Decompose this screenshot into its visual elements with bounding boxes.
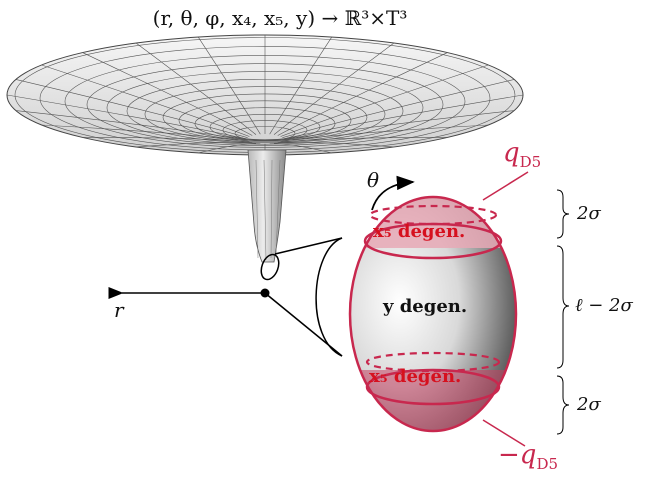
q-bottom-subscript: D5 xyxy=(536,455,559,474)
y-degen-label: y degen. xyxy=(383,296,468,317)
funnel-radial xyxy=(135,42,257,135)
braces xyxy=(556,189,570,435)
coordinate-map-title: (r, θ, φ, x₄, x₅, y) → ℝ³×T³ xyxy=(152,6,408,30)
funnel-radial xyxy=(82,137,253,143)
funnel-radial xyxy=(280,64,489,137)
funnel-radial xyxy=(282,79,515,138)
q-top-leader xyxy=(482,171,529,201)
funnel-surface xyxy=(6,34,524,263)
brace-mid-label: ℓ − 2σ xyxy=(575,295,633,316)
funnel-radial xyxy=(273,42,395,135)
funnel-radial xyxy=(269,143,332,154)
q-d5-top-label: qD5 xyxy=(503,138,541,171)
zoom-cone xyxy=(260,237,343,357)
funnel-radial xyxy=(135,142,257,148)
x5-degen-bottom-label: x₅ degen. xyxy=(369,366,462,387)
funnel-radial xyxy=(15,110,248,141)
funnel-radial xyxy=(282,110,515,141)
funnel-radial xyxy=(41,124,250,142)
q-top-symbol: q xyxy=(503,138,520,168)
brace-bottom-label: 2σ xyxy=(577,394,601,415)
funnel-radial xyxy=(277,137,448,143)
q-top-subscript: D5 xyxy=(519,153,542,172)
theta-label: θ xyxy=(367,168,380,192)
funnel-radial xyxy=(277,52,448,136)
funnel-radial xyxy=(41,64,250,137)
funnel-radial xyxy=(280,124,489,142)
r-axis-label: r xyxy=(114,298,124,322)
funnel-radial xyxy=(282,94,524,140)
x5-degen-top-label: x₅ degen. xyxy=(373,221,466,242)
funnel-radial xyxy=(82,52,253,136)
funnel-radial xyxy=(15,79,248,138)
brace-top-label: 2σ xyxy=(577,203,601,224)
funnel-radial xyxy=(269,36,333,135)
q-d5-bottom-label: −qD5 xyxy=(498,440,558,473)
funnel-radial xyxy=(198,143,261,154)
funnel-radial xyxy=(197,36,261,135)
q-bottom-symbol: −q xyxy=(498,440,537,470)
q-bottom-leader xyxy=(482,419,526,447)
funnel-radial xyxy=(273,142,395,148)
theta-arrow xyxy=(371,175,415,211)
r-axis xyxy=(108,287,270,299)
funnel-radial xyxy=(6,94,248,140)
